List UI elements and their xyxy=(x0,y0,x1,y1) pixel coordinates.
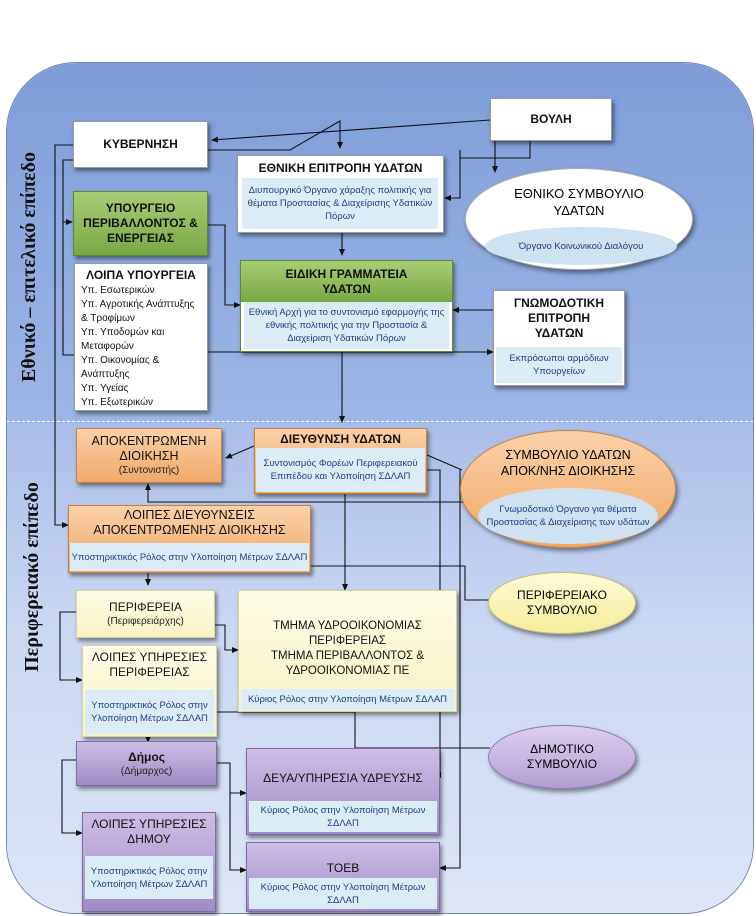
national-water-council-desc: Όργανο Κοινωνικού Διαλόγου xyxy=(485,227,677,265)
special-secretariat-desc: Εθνική Αρχή για το συντονισμό εφαρμογής … xyxy=(244,302,449,349)
line-parliament-government xyxy=(211,119,491,143)
national-water-committee-desc: Διυπουργικό Όργανο χάραξης πολιτικής για… xyxy=(242,178,438,229)
line-government-ministry xyxy=(62,159,73,225)
water-directorate-title: ΔΙΕΥΘΥΝΣΗ ΥΔΑΤΩΝ xyxy=(280,432,401,446)
other-region-services-desc: Υποστηρικτικός Ρόλος στην Υλοποίηση Μέτρ… xyxy=(85,690,214,734)
advisory-committee-desc: Εκπρόσωποι αρμόδιων Υπουργείων xyxy=(496,347,622,383)
ministry-environment-box: ΥΠΟΥΡΓΕΙΟ ΠΕΡΙΒΑΛΛΟΝΤΟΣ & ΕΝΕΡΓΕΙΑΣ xyxy=(73,191,208,256)
municipal-council-ellipse: ΔΗΜΟΤΙΚΟ ΣΥΜΒΟΥΛΙΟ xyxy=(488,725,636,789)
toeb-desc: Κύριος Ρόλος στην Υλοποίηση Μέτρων ΣΔΛΑΠ xyxy=(249,878,437,909)
water-council-decentralized-desc: Γνωμοδοτικό Όργανο για θέματα Προστασίας… xyxy=(478,488,658,544)
water-council-decentralized-title: ΣΥΜΒΟΥΛΙΟ ΥΔΑΤΩΝ ΑΠΟΚ/ΝΗΣ ΔΙΟΙΚΗΣΗΣ xyxy=(500,448,636,478)
line-government-other-ministries xyxy=(62,222,74,356)
line-directorate-admin xyxy=(225,445,255,459)
municipality-title: Δήμος xyxy=(128,749,165,764)
hydroeconomy-dept-desc: Κύριος Ρόλος στην Υλοποίηση Μέτρων ΣΔΛΑΠ xyxy=(241,689,454,710)
regional-council-title: ΠΕΡΙΦΕΡΕΙΑΚΟ ΣΥΜΒΟΥΛΙΟ xyxy=(517,588,607,617)
special-secretariat-title: ΕΙΔΙΚΗ ΓΡΑΜΜΑΤΕΙΑ ΥΔΑΤΩΝ xyxy=(285,266,408,296)
line-council-admin xyxy=(145,483,470,503)
line-region-municipal-council xyxy=(215,711,490,749)
national-water-committee-title: ΕΘΝΙΚΗ ΕΠΙΤΡΟΠΗ ΥΔΑΤΩΝ xyxy=(258,161,423,175)
municipality-box: Δήμος (Δήμαρχος) xyxy=(76,741,217,786)
line-government-bracket xyxy=(54,144,73,528)
water-directorate-desc: Συντονισμός Φορέων Περιφερειακού Επιπέδο… xyxy=(256,448,425,492)
parliament-title: ΒΟΥΛΗ xyxy=(530,112,572,126)
decentralized-admin-role: (Συντονιστής) xyxy=(118,465,180,476)
other-ministries-item: Υπ. Υποδομών και Μεταφορών xyxy=(81,327,165,352)
other-ministries-box: ΛΟΙΠΑ ΥΠΟΥΡΓΕΙΑ Υπ. Εσωτερικών Υπ. Αγροτ… xyxy=(74,263,208,411)
special-secretariat-header: ΕΙΔΙΚΗ ΓΡΑΜΜΑΤΕΙΑ ΥΔΑΤΩΝ xyxy=(241,261,452,302)
other-ministries-item: Υπ. Υγείας xyxy=(81,383,129,394)
other-municipal-services-title: ΛΟΙΠΕΣ ΥΠΗΡΕΣΙΕΣ ΔΗΜΟΥ xyxy=(91,817,207,846)
region-box: ΠΕΡΙΦΕΡΕΙΑ (Περιφερειάρχης) xyxy=(76,590,215,638)
regional-council-ellipse: ΠΕΡΙΦΕΡΕΙΑΚΟ ΣΥΜΒΟΥΛΙΟ xyxy=(488,572,636,634)
decentralized-admin-box: ΑΠΟΚΕΝΤΡΩΜΕΝΗ ΔΙΟΙΚΗΣΗ (Συντονιστής) xyxy=(76,428,222,483)
line-ministry-secretariat xyxy=(208,224,241,308)
region-title: ΠΕΡΙΦΕΡΕΙΑ xyxy=(109,600,182,614)
hydroeconomy-dept-title1: ΤΜΗΜΑ ΥΔΡΟΟΙΚΟΝΟΜΙΑΣ ΠΕΡΙΦΕΡΕΙΑΣ xyxy=(273,620,422,647)
ministry-environment-title: ΥΠΟΥΡΓΕΙΟ ΠΕΡΙΒΑΛΛΟΝΤΟΣ & ΕΝΕΡΓΕΙΑΣ xyxy=(83,201,198,245)
region-role: (Περιφερειάρχης) xyxy=(107,616,184,627)
other-directorates-title: ΛΟΙΠΕΣ ΔΙΕΥΘΥΝΣΕΙΣ ΑΠΟΚΕΝΤΡΩΜΕΝΗΣ ΔΙΟΙΚΗ… xyxy=(93,508,286,537)
government-box: ΚΥΒΕΡΝΗΣΗ xyxy=(73,121,208,168)
toeb-title: ΤΟΕΒ xyxy=(326,861,360,875)
line-directorate-council xyxy=(426,454,463,471)
deya-title: ΔΕΥΑ/ΥΠΗΡΕΣΙΑ ΥΔΡΕΥΣΗΣ xyxy=(263,771,423,785)
other-directorates-desc: Υποστηρικτικός Ρόλος στην Υλοποίηση Μέτρ… xyxy=(70,543,309,571)
line-parliament-committee xyxy=(444,150,461,201)
level-divider xyxy=(7,421,753,422)
other-ministries-item: Υπ. Οικονομίας & Ανάπτυξης xyxy=(81,355,160,380)
other-ministries-item: Υπ. Αγροτικής Ανάπτυξης & Τροφίμων xyxy=(81,299,195,324)
other-municipal-services-desc: Υποστηρικτικός Ρόλος στην Υλοποίηση Μέτρ… xyxy=(85,856,213,899)
line-municipality-services xyxy=(61,759,83,836)
national-water-council-title: ΕΘΝΙΚΟ ΣΥΜΒΟΥΛΙΟ ΥΔΑΤΩΝ xyxy=(514,186,644,218)
government-title: ΚΥΒΕΡΝΗΣΗ xyxy=(103,137,178,151)
other-ministries-item: Υπ. Εξωτερικών xyxy=(81,397,153,408)
line-directorate-toeb xyxy=(439,470,461,871)
parliament-box: ΒΟΥΛΗ xyxy=(490,98,612,141)
municipality-role: (Δήμαρχος) xyxy=(120,765,173,777)
line-other-dir-regional-council xyxy=(311,565,490,601)
line-government-committee xyxy=(208,120,343,151)
hydroeconomy-dept-title2: ΤΜΗΜΑ ΠΕΡΙΒΑΛΛΟΝΤΟΣ & ΥΔΡΟΟΙΚΟΝΟΜΙΑΣ ΠΕ xyxy=(270,650,424,677)
line-region-services xyxy=(59,611,83,683)
other-region-services-title: ΛΟΙΠΕΣ ΥΠΗΡΕΣΙΕΣ ΠΕΡΙΦΕΡΕΙΑΣ xyxy=(91,650,208,679)
municipal-council-title: ΔΗΜΟΤΙΚΟ ΣΥΜΒΟΥΛΙΟ xyxy=(526,742,598,771)
line-municipality-toeb xyxy=(229,793,247,873)
line-municipality-deya xyxy=(217,762,247,796)
decentralized-admin-title: ΑΠΟΚΕΝΤΡΩΜΕΝΗ ΔΙΟΙΚΗΣΗ xyxy=(91,434,207,463)
other-ministries-item: Υπ. Εσωτερικών xyxy=(81,285,155,296)
deya-desc: Κύριος Ρόλος στην Υλοποίηση Μέτρων ΣΔΛΑΠ xyxy=(249,801,437,832)
advisory-committee-title: ΓΝΩΜΟΔΟΤΙΚΗ ΕΠΙΤΡΟΠΗ ΥΔΑΤΩΝ xyxy=(513,296,605,340)
other-ministries-title: ΛΟΙΠΑ ΥΠΟΥΡΓΕΙΑ xyxy=(86,268,196,282)
